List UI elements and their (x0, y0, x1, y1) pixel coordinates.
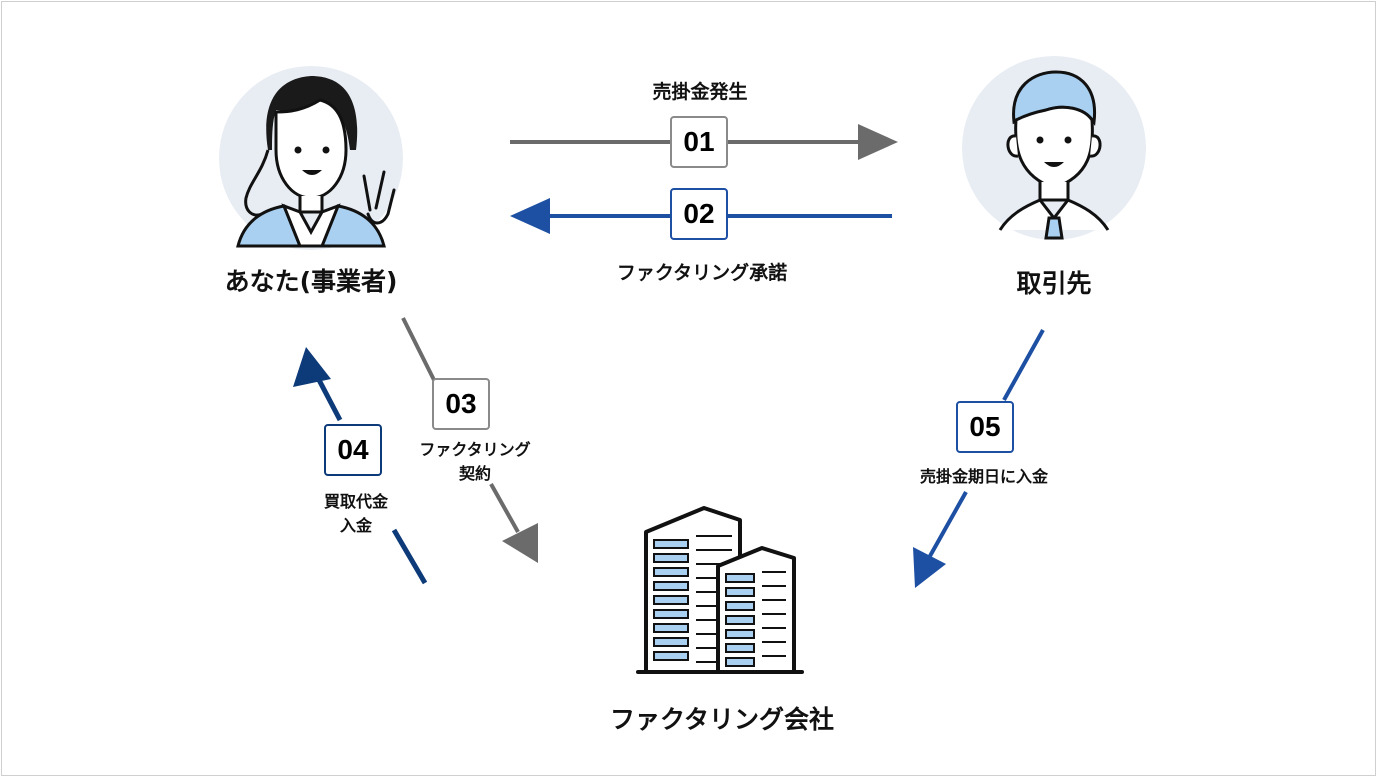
node-label-factoring-company: ファクタリング会社 (609, 705, 835, 734)
step-label-01: 売掛金発生 (652, 81, 748, 103)
node-label-you: あなた(事業者) (224, 267, 398, 296)
step-label-02: ファクタリング承諾 (616, 262, 788, 284)
step-label-04-line-1: 買取代金 (323, 492, 389, 511)
arrow-05 (913, 329, 1045, 588)
step-badge-05: 05 (956, 401, 1014, 453)
step-badge-01: 01 (670, 116, 728, 168)
step-label-03: ファクタリング 契約 (419, 438, 530, 486)
step-label-03-line-1: ファクタリング (419, 440, 531, 459)
step-badge-02: 02 (670, 188, 728, 240)
arrow-04 (293, 347, 428, 585)
businesswoman-icon (219, 66, 403, 250)
arrow-03 (401, 317, 538, 563)
step-label-04: 買取代金 入金 (324, 490, 388, 538)
office-building-icon (636, 506, 804, 674)
step-label-05: 売掛金期日に入金 (919, 467, 1049, 486)
step-label-03-line-2: 契約 (458, 464, 491, 483)
businessman-icon (962, 56, 1146, 240)
step-label-04-line-2: 入金 (339, 516, 373, 535)
step-badge-04: 04 (324, 424, 382, 476)
step-badge-03: 03 (432, 378, 490, 430)
node-label-client: 取引先 (1016, 269, 1092, 298)
